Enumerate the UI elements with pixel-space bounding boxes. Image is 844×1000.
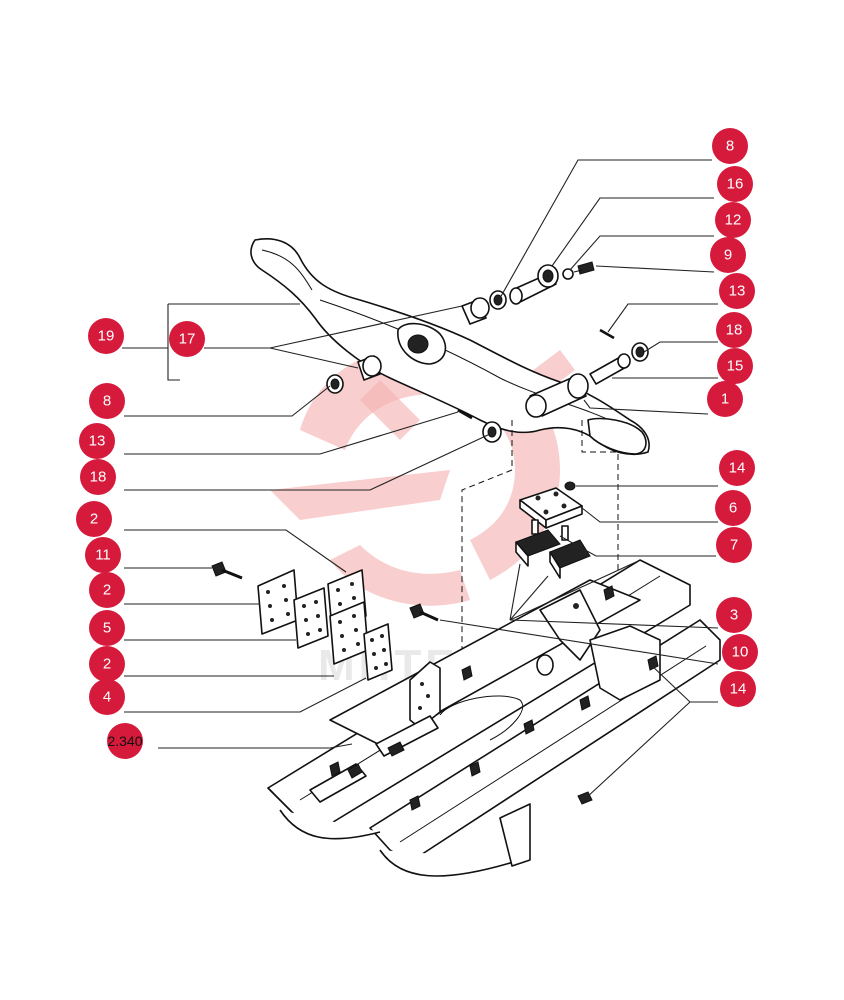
svg-text:2.340: 2.340 [107,733,142,749]
washer-12 [562,268,574,280]
svg-text:17: 17 [179,331,196,348]
callout-7: 7 [716,527,752,563]
shim-plate-4 [363,623,393,681]
svg-text:1: 1 [721,391,729,408]
callout-11: 11 [85,537,121,573]
svg-text:12: 12 [725,212,742,229]
svg-text:5: 5 [103,620,111,637]
svg-text:13: 13 [89,433,106,450]
callout-4: 4 [89,679,125,715]
svg-text:6: 6 [729,500,737,517]
callout-8-top: 8 [712,128,748,164]
callout-8-left: 8 [89,383,125,419]
svg-text:13: 13 [729,283,746,300]
svg-text:10: 10 [732,644,749,661]
frame-block [589,625,661,701]
leader-lines [122,159,719,799]
callout-2-b: 2 [89,572,125,608]
callout-13-left: 13 [79,423,115,459]
callout-14-upper: 14 [719,450,755,486]
svg-text:16: 16 [727,176,744,193]
bush-17-lower [357,355,382,381]
callout-3: 3 [716,597,752,633]
callout-5: 5 [89,610,125,646]
svg-text:4: 4 [103,689,111,706]
bolt-9 [573,261,595,275]
callout-17: 17 [169,321,205,357]
callout-18-left: 18 [80,459,116,495]
svg-text:2: 2 [103,656,111,673]
frame-bracket-left [409,661,441,729]
frame-leg [499,803,531,867]
callout-19: 19 [88,318,124,354]
svg-text:3: 3 [730,607,738,624]
callout-15: 15 [717,348,753,384]
main-frame [267,559,721,877]
bush-17-upper [461,297,490,325]
bolt-10 [409,603,439,622]
callout-2-a: 2 [76,501,112,537]
svg-text:11: 11 [95,547,111,564]
svg-text:19: 19 [98,328,115,345]
callout-10: 10 [722,634,758,670]
callout-16: 16 [717,166,753,202]
svg-text:2: 2 [90,511,98,528]
pin-15 [589,353,631,385]
alignment-line-right [581,420,619,620]
callout-12: 12 [715,202,751,238]
callout-2-c: 2 [89,646,125,682]
callout-6: 6 [715,490,751,526]
callout-1: 1 [707,381,743,417]
callout-13-right: 13 [719,273,755,309]
bolt-11 [211,561,243,580]
split-pin-13-left [457,408,473,420]
alignment-line-left [461,420,513,700]
svg-text:18: 18 [90,469,107,486]
callout-14-lower: 14 [720,671,756,707]
svg-text:2: 2 [103,582,111,599]
split-pin-13-right [599,328,615,340]
callout-9: 9 [710,237,746,273]
pivot-bush-1 [525,373,589,418]
top-plate-6 [519,487,583,529]
svg-text:14: 14 [730,681,747,698]
svg-text:9: 9 [724,247,732,264]
svg-text:18: 18 [726,322,743,339]
nut-14-upper [564,481,576,491]
svg-text:8: 8 [103,393,111,410]
pivot-pin-upper [509,264,559,305]
callout-18-right: 18 [716,312,752,348]
svg-text:8: 8 [726,138,734,155]
shim-plate-5 [293,587,329,649]
shim-plate-2a [257,569,299,635]
svg-text:15: 15 [727,358,744,375]
callout-2340: 2.340 [107,723,143,759]
svg-text:14: 14 [729,460,746,477]
svg-text:7: 7 [730,537,738,554]
